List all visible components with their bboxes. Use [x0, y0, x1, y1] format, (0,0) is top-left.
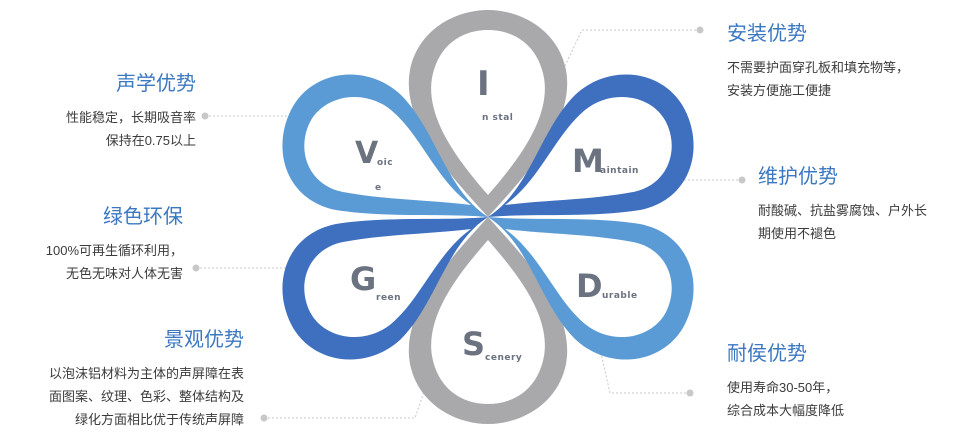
petal-maintain-inner — [505, 96, 672, 205]
dot-maintain — [738, 176, 746, 184]
feature-scenery-line: 绿化方面相比优于传统声屏障 — [74, 412, 244, 427]
petals — [282, 10, 694, 424]
feature-scenery-desc: 以泡沫铝材料为主体的声屏障在表 面图案、纹理、色彩、整体结构及 绿化方面相比优于… — [49, 362, 244, 431]
feature-install-desc: 不需要护面穿孔板和填充物等， 安装方便施工便捷 — [727, 56, 909, 102]
dot-green — [192, 264, 200, 272]
feature-install-line: 安装方便施工便捷 — [727, 83, 832, 98]
petal-voice-letter: V — [355, 136, 379, 171]
feature-green-title: 绿色环保 — [103, 206, 183, 228]
feature-green-desc: 100%可再生循环利用， 无色无味对人体无害 — [46, 239, 183, 285]
petal-scenery-letter: S — [462, 325, 485, 363]
feature-voice-title: 声学优势 — [116, 73, 196, 95]
petal-voice-inner — [304, 96, 471, 205]
dot-durable — [686, 389, 694, 397]
feature-scenery: 景观优势 以泡沫铝材料为主体的声屏障在表 面图案、纹理、色彩、整体结构及 绿化方… — [49, 330, 244, 431]
feature-maintain: 维护优势 耐酸碱、抗盐雾腐蚀、户外长 期使用不褪色 — [758, 167, 927, 245]
feature-green-line: 无色无味对人体无害 — [65, 266, 183, 281]
dot-install — [696, 26, 704, 34]
petal-green-inner — [304, 229, 471, 338]
petal-green-letter: G — [350, 260, 376, 298]
petal-install-text: n stal — [482, 113, 513, 123]
feature-maintain-desc: 耐酸碱、抗盐雾腐蚀、户外长 期使用不褪色 — [758, 199, 927, 245]
feature-green-line: 100%可再生循环利用， — [45, 243, 183, 258]
feature-durable: 耐侯优势 使用寿命30-50年， 综合成本大幅度降低 — [727, 344, 844, 422]
petal-install-letter: I — [477, 64, 490, 104]
feature-scenery-line: 面图案、纹理、色彩、整体结构及 — [48, 389, 244, 404]
dot-scenery — [260, 414, 268, 422]
feature-durable-title: 耐侯优势 — [727, 343, 807, 365]
feature-install-line: 不需要护面穿孔板和填充物等， — [727, 60, 910, 75]
petal-maintain-text: aintain — [600, 166, 639, 176]
feature-green: 绿色环保 100%可再生循环利用， 无色无味对人体无害 — [46, 207, 183, 285]
feature-durable-desc: 使用寿命30-50年， 综合成本大幅度降低 — [727, 376, 844, 422]
petal-durable-inner — [505, 229, 672, 338]
petal-durable-text: urable — [602, 291, 638, 301]
petal-scenery-inner — [431, 240, 545, 404]
feature-durable-line: 综合成本大幅度降低 — [727, 403, 845, 418]
petal-labels: I n stal M aintain D urable S cenery G r… — [350, 64, 639, 363]
petal-green-text: reen — [376, 293, 401, 303]
dot-voice — [201, 112, 209, 120]
petal-durable-letter: D — [576, 267, 603, 305]
feature-voice-line: 性能稳定，长期吸音率 — [65, 110, 196, 125]
leader-dots — [192, 26, 746, 422]
leader-scenery — [264, 367, 433, 419]
petal-voice-text-bottom: e — [375, 183, 382, 193]
feature-install: 安装优势 不需要护面穿孔板和填充物等， 安装方便施工便捷 — [727, 24, 909, 102]
feature-install-title: 安装优势 — [727, 23, 807, 45]
feature-voice-desc: 性能稳定，长期吸音率 保持在0.75以上 — [66, 106, 196, 152]
leader-install — [564, 29, 700, 67]
leader-durable — [597, 339, 690, 394]
feature-voice: 声学优势 性能稳定，长期吸音率 保持在0.75以上 — [66, 74, 196, 152]
petal-scenery-text: cenery — [485, 353, 522, 363]
feature-maintain-title: 维护优势 — [758, 166, 838, 188]
feature-maintain-line: 期使用不褪色 — [758, 226, 837, 241]
feature-maintain-line: 耐酸碱、抗盐雾腐蚀、户外长 — [758, 203, 928, 218]
feature-scenery-line: 以泡沫铝材料为主体的声屏障在表 — [48, 366, 244, 381]
feature-scenery-title: 景观优势 — [164, 329, 244, 351]
petal-install-inner — [431, 30, 545, 195]
petal-voice-text-top: oic — [377, 158, 393, 168]
feature-voice-line: 保持在0.75以上 — [105, 133, 196, 148]
petal-maintain-letter: M — [572, 142, 604, 180]
feature-durable-line: 使用寿命30-50年， — [727, 380, 839, 395]
